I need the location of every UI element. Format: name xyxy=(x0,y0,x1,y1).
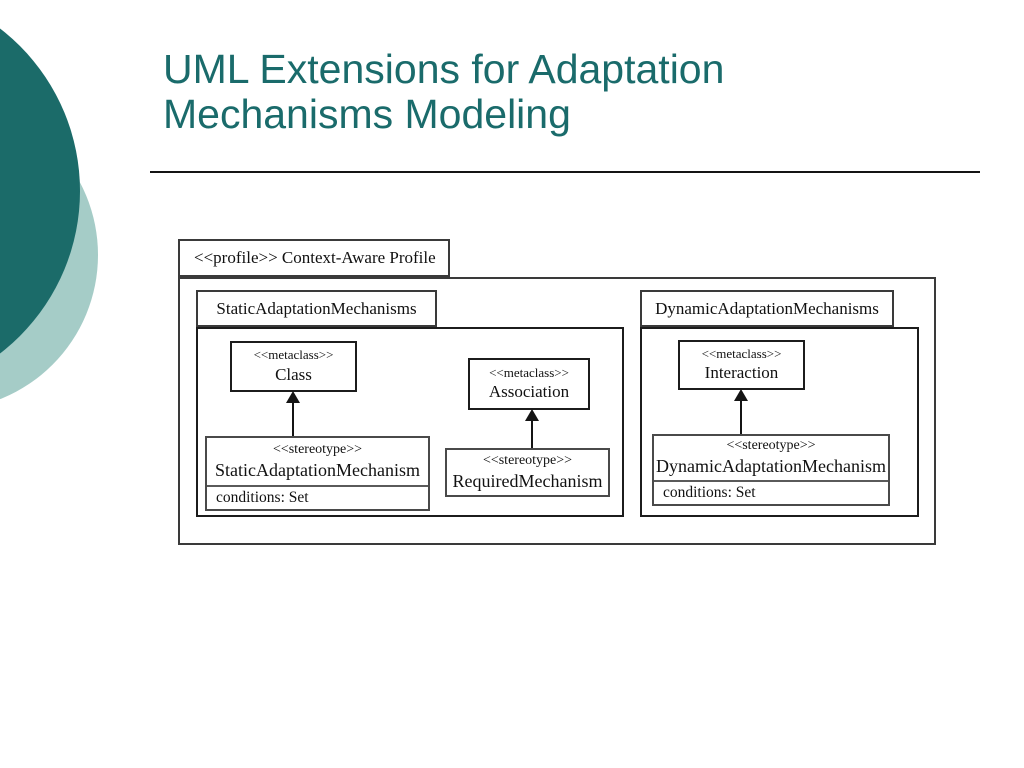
stereotype-static-mechanism-attributes: conditions: Set xyxy=(207,485,428,509)
static-package-tab: StaticAdaptationMechanisms xyxy=(196,290,437,327)
profile-package-tab: <<profile>> Context-Aware Profile xyxy=(178,239,450,277)
stereotype-dynamic-mechanism-box: <<stereotype>> DynamicAdaptationMechanis… xyxy=(652,434,890,506)
dynamic-package-tab: DynamicAdaptationMechanisms xyxy=(640,290,894,327)
arrow-static-shaft xyxy=(292,403,294,436)
dynamic-package-body xyxy=(640,327,919,517)
metaclass-association-box: <<metaclass>> Association xyxy=(468,358,590,410)
dynamic-package-label: DynamicAdaptationMechanisms xyxy=(655,298,879,318)
metaclass-class-name: Class xyxy=(275,364,312,384)
stereotype-required-mechanism-box: <<stereotype>> RequiredMechanism xyxy=(445,448,610,497)
title-divider xyxy=(150,171,980,173)
page-title: UML Extensions for Adaptation Mechanisms… xyxy=(163,46,725,137)
arrow-required-shaft xyxy=(531,420,533,448)
stereotype-required-keyword: <<stereotype>> xyxy=(482,452,573,468)
stereotype-dynamic-mechanism-name: DynamicAdaptationMechanism xyxy=(656,456,886,477)
stereotype-static-mechanism-name: StaticAdaptationMechanism xyxy=(215,459,420,480)
stereotype-dynamic-mechanism-header: <<stereotype>> DynamicAdaptationMechanis… xyxy=(654,436,888,480)
static-package-label: StaticAdaptationMechanisms xyxy=(216,298,417,318)
stereotype-required-name: RequiredMechanism xyxy=(452,470,603,491)
arrow-dynamic-shaft xyxy=(740,401,742,434)
static-conditions-label: conditions: Set xyxy=(216,489,309,506)
metaclass-association-name: Association xyxy=(488,382,570,402)
stereotype-static-mechanism-header: <<stereotype>> StaticAdaptationMechanism xyxy=(207,438,428,485)
stereotype-static-mechanism-box: <<stereotype>> StaticAdaptationMechanism… xyxy=(205,436,430,511)
metaclass-class-keyword: <<metaclass>> xyxy=(253,347,334,362)
dynamic-conditions-label: conditions: Set xyxy=(663,484,756,501)
stereotype-dynamic-mechanism-keyword: <<stereotype>> xyxy=(726,438,816,454)
metaclass-interaction-box: <<metaclass>> Interaction xyxy=(678,340,805,390)
static-package-body xyxy=(196,327,624,517)
arrow-static-head xyxy=(286,391,300,403)
metaclass-association-keyword: <<metaclass>> xyxy=(489,364,569,380)
stereotype-dynamic-mechanism-attributes: conditions: Set xyxy=(654,480,888,504)
stereotype-static-mechanism-keyword: <<stereotype>> xyxy=(272,441,363,457)
metaclass-interaction-name: Interaction xyxy=(704,363,779,383)
metaclass-class-box: <<metaclass>> Class xyxy=(230,341,357,392)
arrow-dynamic-head xyxy=(734,389,748,401)
arrow-required-head xyxy=(525,409,539,421)
metaclass-interaction-keyword: <<metaclass>> xyxy=(701,345,782,361)
profile-package-label: <<profile>> Context-Aware Profile xyxy=(194,248,436,267)
